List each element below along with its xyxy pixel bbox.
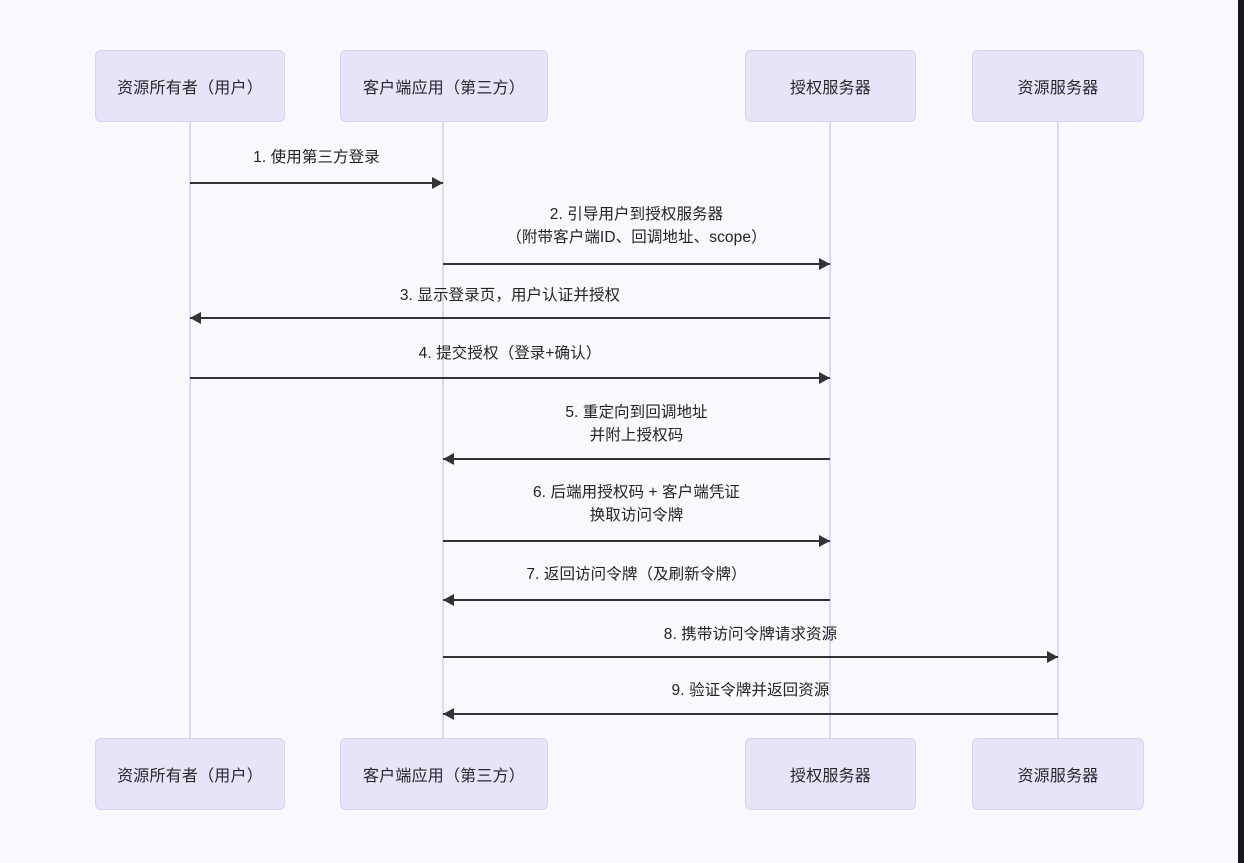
message-arrowhead-3	[190, 312, 201, 324]
message-arrow-7	[443, 599, 830, 601]
message-label-1: 1. 使用第三方登录	[253, 149, 380, 166]
message-arrow-6	[443, 540, 830, 542]
message-arrowhead-5	[443, 453, 454, 465]
message-arrow-3	[190, 317, 830, 319]
participant-resource-owner-top[interactable]: 资源所有者（用户）	[95, 50, 285, 122]
message-label-6: 6. 后端用授权码 + 客户端凭证 换取访问令牌	[532, 484, 741, 524]
participant-client-app-bottom[interactable]: 客户端应用（第三方）	[340, 738, 548, 810]
message-label-2: 2. 引导用户到授权服务器 （附带客户端ID、回调地址、scope）	[506, 206, 767, 246]
message-arrowhead-1	[432, 177, 443, 189]
message-arrow-8	[443, 656, 1058, 658]
participant-resource-server-top[interactable]: 资源服务器	[972, 50, 1144, 122]
participant-resource-server-bottom[interactable]: 资源服务器	[972, 738, 1144, 810]
message-arrow-5	[443, 458, 830, 460]
message-label-7: 7. 返回访问令牌（及刷新令牌）	[526, 566, 747, 583]
lifeline-authorization-server	[829, 122, 831, 738]
participant-resource-owner-bottom[interactable]: 资源所有者（用户）	[95, 738, 285, 810]
message-arrow-4	[190, 377, 830, 379]
message-arrowhead-7	[443, 594, 454, 606]
message-label-3: 3. 显示登录页，用户认证并授权	[399, 287, 621, 304]
message-label-4: 4. 提交授权（登录+确认）	[418, 345, 602, 362]
lifeline-resource-owner	[189, 122, 191, 738]
lifeline-client-app	[442, 122, 444, 738]
message-label-8: 8. 携带访问令牌请求资源	[663, 626, 838, 643]
message-arrowhead-6	[819, 535, 830, 547]
message-arrow-2	[443, 263, 830, 265]
message-arrow-1	[190, 182, 443, 184]
message-label-9: 9. 验证令牌并返回资源	[671, 682, 830, 699]
participant-authorization-server-bottom[interactable]: 授权服务器	[745, 738, 916, 810]
message-arrow-9	[443, 713, 1058, 715]
message-label-5: 5. 重定向到回调地址 并附上授权码	[565, 404, 708, 444]
participant-authorization-server-top[interactable]: 授权服务器	[745, 50, 916, 122]
message-arrowhead-4	[819, 372, 830, 384]
message-arrowhead-9	[443, 708, 454, 720]
message-arrowhead-2	[819, 258, 830, 270]
participant-client-app-top[interactable]: 客户端应用（第三方）	[340, 50, 548, 122]
message-arrowhead-8	[1047, 651, 1058, 663]
lifeline-resource-server	[1057, 122, 1059, 738]
